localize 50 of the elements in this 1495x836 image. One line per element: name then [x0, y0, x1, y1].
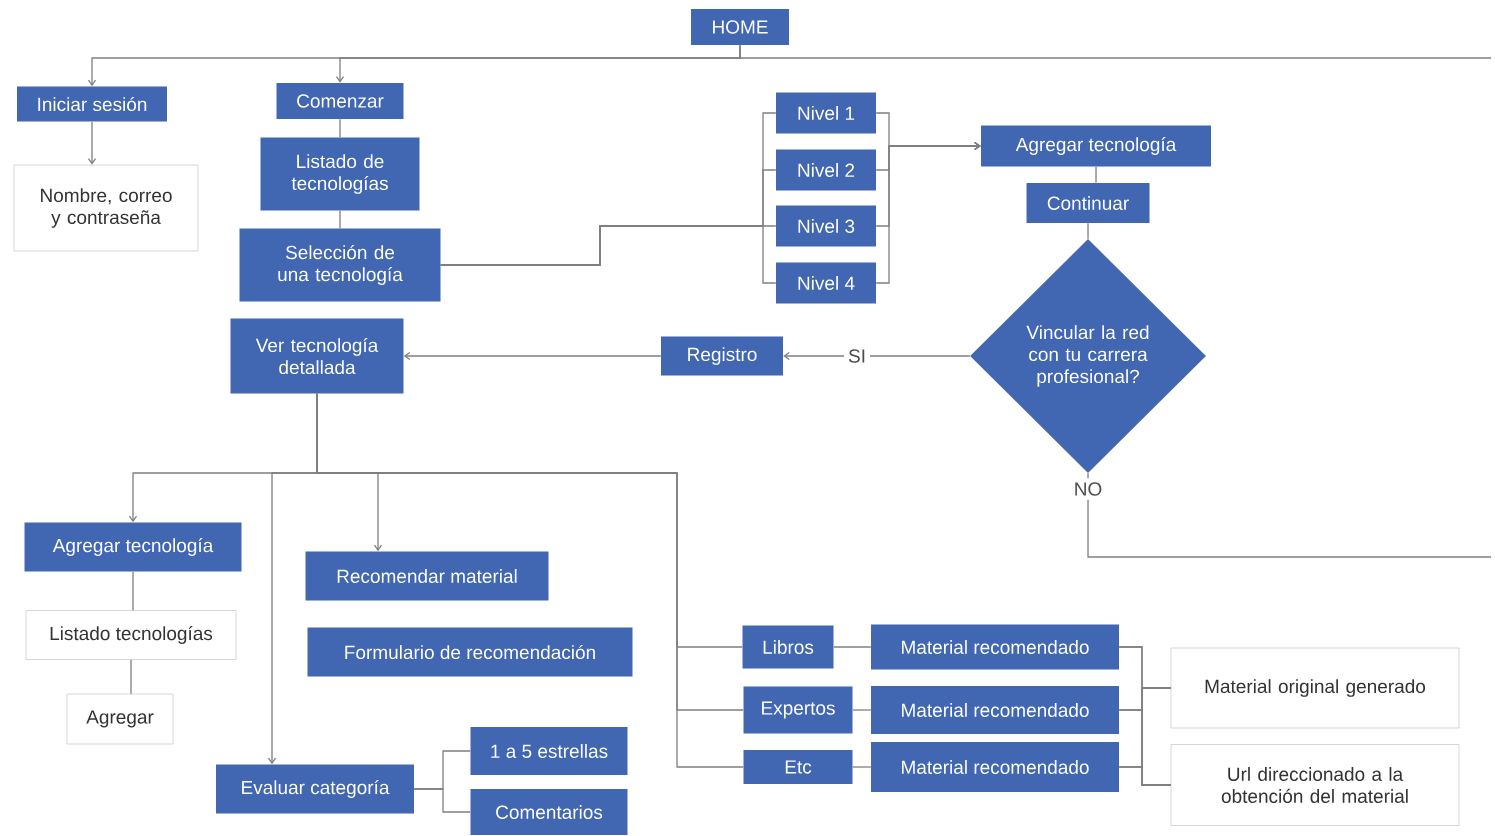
process-box: Libros: [742, 625, 834, 669]
edge-label: SI: [844, 345, 870, 367]
arrow: [403, 351, 662, 361]
process-box: Iniciar sesión: [17, 86, 167, 122]
process-box: Material recomendado: [871, 742, 1119, 792]
process-box: HOME: [691, 9, 789, 45]
text-box: Url direccionado a la obtención del material: [1170, 744, 1460, 826]
arrow: [875, 141, 981, 284]
process-box: Expertos: [743, 686, 853, 734]
connector-line: [440, 225, 777, 284]
connector-line: [413, 788, 471, 813]
connector-line: [130, 659, 132, 695]
connector-line: [339, 118, 341, 138]
process-box: Recomendar material: [305, 551, 549, 601]
process-box: Registro: [661, 336, 783, 376]
connector-line: [1087, 472, 1492, 558]
process-box: Formulario de recomendación: [307, 627, 633, 677]
process-box: Continuar: [1026, 183, 1150, 223]
connector-line: [739, 44, 1492, 59]
process-box: Nivel 3: [776, 205, 876, 247]
process-box: Nivel 1: [776, 92, 876, 134]
connector-line: [852, 766, 872, 768]
process-box: Comenzar: [276, 83, 404, 119]
process-box: Evaluar categoría: [216, 764, 414, 814]
connector-line: [1118, 766, 1172, 786]
connector-line: [316, 393, 744, 768]
process-box: Listado de tecnologías: [260, 137, 420, 211]
process-box: Material recomendado: [871, 624, 1119, 670]
connector-line: [1095, 166, 1097, 184]
text-box: Listado tecnologías: [25, 610, 237, 660]
text-box: Agregar: [66, 693, 174, 745]
process-box: 1 a 5 estrellas: [470, 727, 628, 775]
connector-line: [852, 709, 872, 711]
arrow: [87, 121, 97, 165]
process-box: Agregar tecnología: [24, 522, 242, 572]
edge-label: NO: [1069, 478, 1107, 500]
process-box: Nivel 4: [776, 262, 876, 304]
process-box: Material recomendado: [871, 686, 1119, 734]
connector-line: [339, 210, 341, 229]
text-box: Material original generado: [1170, 647, 1460, 729]
process-box: Comentarios: [470, 789, 628, 835]
process-box: Selección de una tecnología: [239, 228, 441, 302]
connector-line: [833, 646, 872, 648]
process-box: Nivel 2: [776, 149, 876, 191]
text-box: Nombre, correo y contraseña: [13, 164, 199, 252]
connector-line: [1087, 222, 1089, 240]
connector-line: [132, 571, 134, 611]
process-box: Ver tecnología detallada: [230, 318, 404, 394]
process-box: Etc: [743, 750, 853, 784]
process-box: Agregar tecnología: [981, 125, 1211, 167]
